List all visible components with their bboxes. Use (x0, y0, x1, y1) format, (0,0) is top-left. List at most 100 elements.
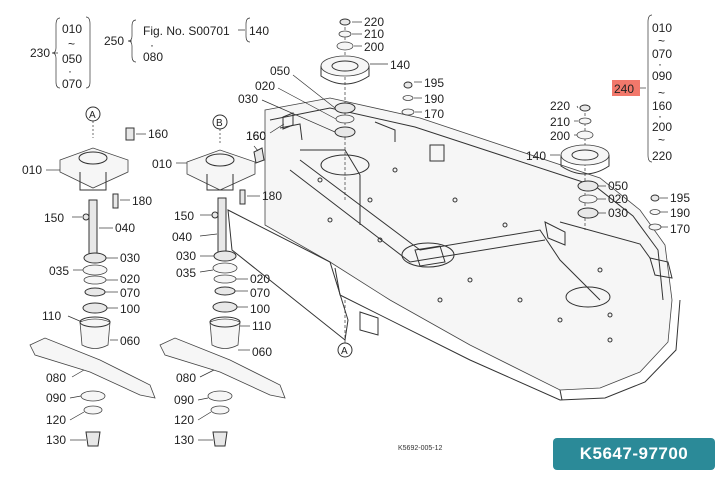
range-240-label: 240 (614, 82, 634, 96)
hub-060-a (79, 318, 111, 349)
range-240-group: 010 ~ 070 · 090 240 ~ 160 · 200 ~ 220 (612, 14, 672, 163)
range-230-item-start: 010 (62, 22, 82, 36)
range-240-item-1: 010 (652, 21, 672, 35)
label-060-b: 060 (252, 345, 272, 359)
label-200-right: 200 (550, 129, 570, 143)
label-030-b: 030 (176, 249, 196, 263)
seal-020-b (213, 274, 237, 284)
bearing-100-a (82, 302, 108, 314)
label-060-a: 060 (120, 334, 140, 348)
label-210-right: 210 (550, 115, 570, 129)
bearing-030-b (213, 250, 237, 262)
spindle-assembly-b: B 160 010 180 150 040 030 035 020 070 10… (152, 114, 286, 447)
range-240-tilde-1: ~ (658, 34, 665, 48)
label-070-a: 070 (120, 286, 140, 300)
housing-010-b (186, 149, 256, 191)
label-170-center: 170 (424, 107, 444, 121)
label-195-right: 195 (670, 191, 690, 205)
label-030-a: 030 (120, 251, 140, 265)
label-020-right: 020 (608, 192, 628, 206)
seal-020-right (578, 194, 598, 204)
spacer-070-b (214, 286, 236, 296)
seal-020 (335, 114, 355, 124)
bearing-030-a (83, 252, 107, 264)
range-240-item-5: 200 (652, 120, 672, 134)
seal-020-a (83, 275, 107, 285)
label-040-b: 040 (172, 230, 192, 244)
label-110-b: 110 (252, 319, 271, 333)
center-pulley-assembly: 220 210 200 140 050 020 030 160 (238, 15, 410, 200)
label-200-center: 200 (364, 40, 384, 54)
label-180-a: 180 (132, 194, 152, 208)
fig-number: Fig. No. S00701 (143, 24, 230, 38)
grease-fitting-160-b (253, 147, 265, 164)
label-140-fig: 140 (249, 24, 269, 38)
pulley-140-right (560, 144, 610, 166)
pulley-140 (320, 55, 370, 77)
label-070-b: 070 (250, 286, 270, 300)
bearing-030-right (577, 207, 599, 219)
range-230-dot: · (68, 64, 72, 78)
label-220-right: 220 (550, 99, 570, 113)
range-240-item-4: 160 (652, 99, 672, 113)
range-250-group: 250 Fig. No. S00701 · 080 140 (104, 17, 269, 64)
washer-200-right (576, 130, 594, 140)
nut-220-right (579, 104, 591, 112)
mower-deck (227, 97, 681, 401)
range-240-item-2: 070 (652, 47, 672, 61)
label-020-a: 020 (120, 272, 140, 286)
label-130-b: 130 (174, 433, 194, 447)
label-180-b: 180 (262, 189, 282, 203)
range-240-item-6: 220 (652, 149, 672, 163)
label-040-a: 040 (115, 221, 135, 235)
blade-080-b (159, 337, 286, 399)
label-220-center: 220 (364, 15, 384, 29)
label-170-right: 170 (670, 222, 690, 236)
blade-080-a (29, 337, 156, 399)
bearing-050 (334, 102, 356, 114)
label-080-b: 080 (176, 371, 196, 385)
shaft-040-a (88, 199, 98, 259)
range-240-highlight (612, 80, 640, 96)
bolt-180-b (239, 189, 246, 205)
range-240-item-3: 090 (652, 69, 672, 83)
label-050-right: 050 (608, 179, 628, 193)
washer-120-b (210, 405, 230, 415)
drawing-code: K5692-005-12 (398, 445, 442, 452)
label-120-a: 120 (46, 413, 66, 427)
range-250-label: 250 (104, 34, 124, 48)
bearing-100-b (212, 301, 238, 313)
label-020-b: 020 (250, 272, 270, 286)
right-bolts: 195 190 170 (648, 191, 690, 236)
washer-120-a (83, 405, 103, 415)
callout-b-letter: B (216, 118, 223, 129)
label-030-right: 030 (608, 206, 628, 220)
spindle-assembly-a: A 160 010 180 150 040 030 035 020 070 10… (22, 106, 168, 447)
label-150-a: 150 (44, 211, 64, 225)
shaft-040-b (217, 197, 227, 257)
label-020-center: 020 (255, 79, 275, 93)
washer-090-a (80, 390, 106, 402)
right-pulley-assembly: 220 210 200 140 050 020 030 (526, 99, 628, 230)
label-080-a: 080 (46, 371, 66, 385)
nut-130-a (85, 431, 101, 447)
label-030-center: 030 (238, 92, 258, 106)
label-090-a: 090 (46, 391, 66, 405)
label-010-a: 010 (22, 163, 42, 177)
label-140-right: 140 (526, 149, 546, 163)
nut-220 (339, 18, 351, 26)
washer-210 (338, 30, 352, 38)
housing-010-a (59, 147, 129, 189)
collar-035-a (82, 264, 108, 276)
label-210-center: 210 (364, 27, 384, 41)
grease-fitting-160 (125, 127, 135, 141)
label-160-b: 160 (246, 129, 266, 143)
label-140-center: 140 (390, 58, 410, 72)
range-250-dot: · (150, 38, 154, 52)
spacer-070-a (84, 287, 106, 297)
label-035-a: 035 (49, 264, 69, 278)
callout-a-circle-deck (337, 342, 353, 358)
label-090-b: 090 (174, 393, 194, 407)
